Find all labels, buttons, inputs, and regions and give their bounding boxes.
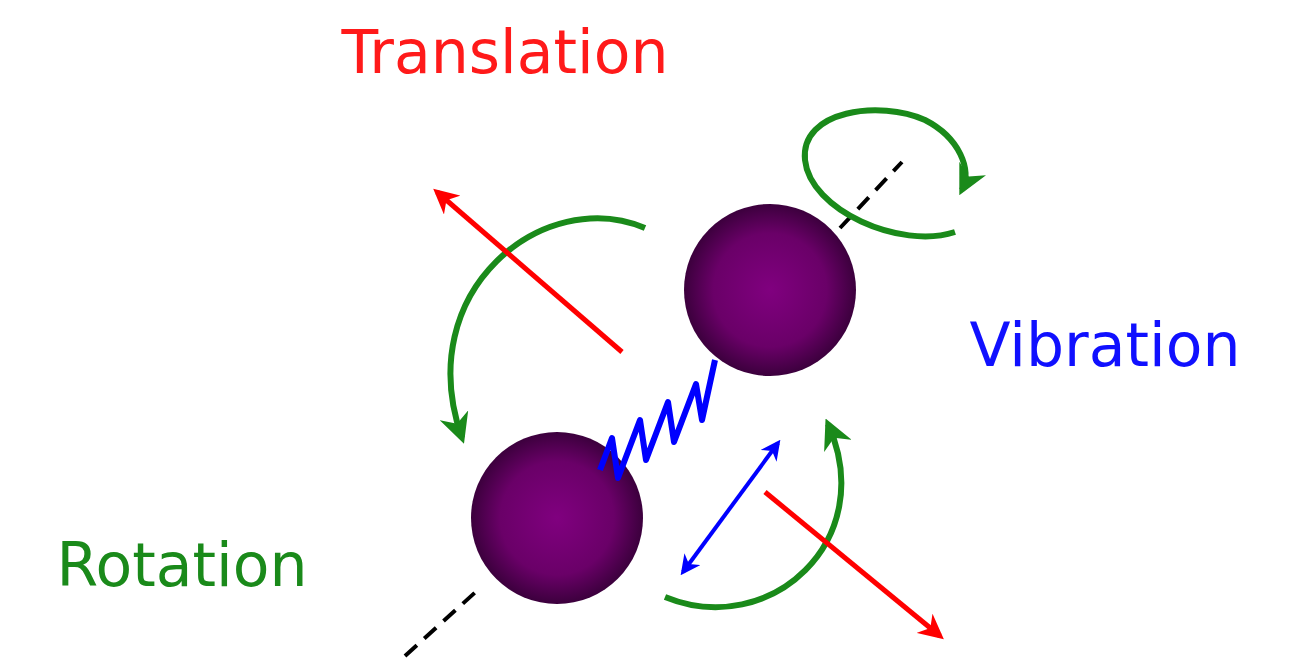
- translation-label: Translation: [342, 19, 669, 85]
- rotation-arrow: [805, 110, 966, 236]
- vibration-label: Vibration: [970, 312, 1241, 378]
- translation-arrow: [765, 492, 940, 636]
- rotation-arrow: [665, 424, 841, 607]
- atom-sphere: [684, 204, 856, 376]
- axis-line: [405, 588, 480, 656]
- rotation-arrow: [450, 218, 645, 438]
- rotation-label: Rotation: [57, 532, 308, 598]
- spring: [600, 360, 715, 478]
- vibration-arrow: [683, 443, 778, 572]
- translation-arrow: [437, 192, 622, 352]
